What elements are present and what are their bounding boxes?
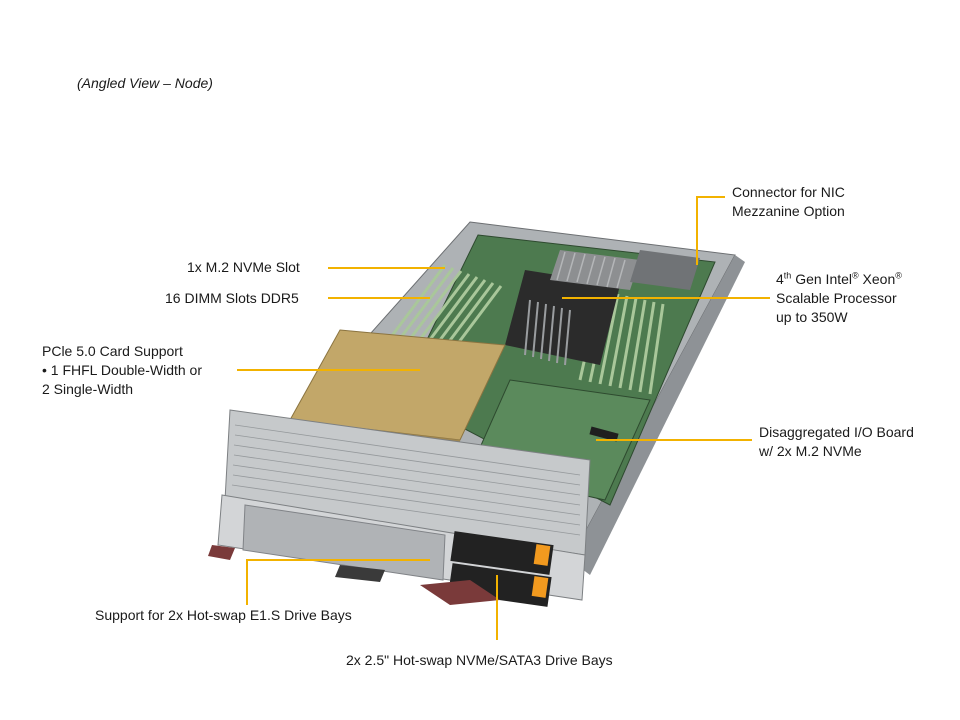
label-e1s-bays: Support for 2x Hot-swap E1.S Drive Bays bbox=[95, 607, 352, 623]
label-dimm-slots: 16 DIMM Slots DDR5 bbox=[165, 290, 299, 306]
label-cpu-line2: Scalable Processor bbox=[776, 290, 897, 306]
label-pcie-line1: PCle 5.0 Card Support bbox=[42, 343, 183, 359]
leader-nic bbox=[696, 196, 725, 265]
label-io-line2: w/ 2x M.2 NVMe bbox=[759, 443, 862, 459]
label-io-line1: Disaggregated I/O Board bbox=[759, 424, 914, 440]
label-pcie-line3: 2 Single-Width bbox=[42, 381, 134, 397]
cpu-heatsink-fins bbox=[524, 299, 571, 366]
drive-handle-right bbox=[420, 580, 500, 605]
label-cpu-line3: up to 350W bbox=[776, 309, 848, 325]
label-m2-slot: 1x M.2 NVMe Slot bbox=[187, 259, 300, 275]
label-nic-line1: Connector for NIC bbox=[732, 184, 845, 200]
label-cpu-line1: 4th Gen Intel® Xeon® bbox=[776, 270, 902, 287]
label-nic-line2: Mezzanine Option bbox=[732, 203, 845, 219]
nic-connector-heatsink bbox=[630, 250, 700, 290]
front-latch bbox=[208, 545, 235, 560]
leader-e1s bbox=[246, 559, 430, 605]
front-perforation bbox=[231, 424, 581, 536]
diagram-caption: (Angled View – Node) bbox=[77, 75, 213, 91]
e1s-drive-bays bbox=[242, 504, 446, 581]
drive-handle-left bbox=[335, 565, 385, 582]
label-2-5-drive-bays: 2x 2.5" Hot-swap NVMe/SATA3 Drive Bays bbox=[346, 652, 613, 668]
label-pcie-line2: • 1 FHFL Double-Width or bbox=[42, 362, 202, 378]
